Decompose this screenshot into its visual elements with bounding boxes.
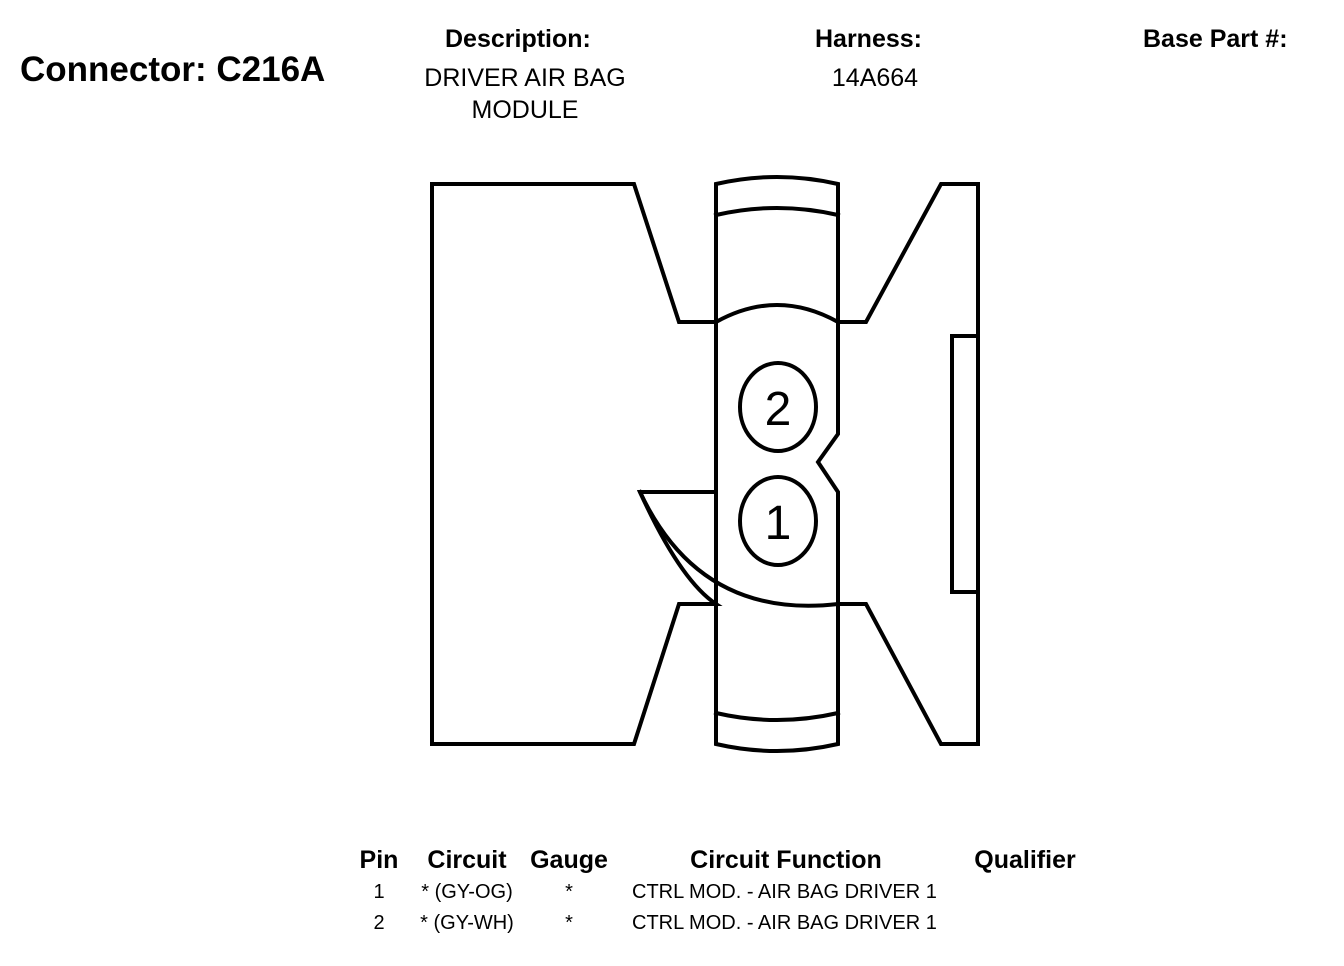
bottom-band bbox=[713, 710, 841, 722]
description-label: Description: bbox=[445, 25, 591, 53]
pin-1-circle bbox=[738, 475, 818, 567]
header-pin: Pin bbox=[359, 845, 399, 874]
upper-arc bbox=[713, 303, 841, 325]
header-function: Circuit Function bbox=[690, 845, 882, 874]
row-gauge: * bbox=[565, 881, 573, 903]
lower-arc bbox=[637, 489, 841, 608]
table-row: 1 * (GY-OG) * CTRL MOD. - AIR BAG DRIVER… bbox=[340, 877, 1100, 908]
description-value: DRIVER AIR BAG MODULE bbox=[390, 62, 660, 126]
row-qualifier bbox=[950, 877, 1100, 908]
harness-label: Harness: bbox=[815, 25, 922, 53]
row-gauge: * bbox=[565, 912, 573, 934]
right-housing bbox=[836, 182, 980, 746]
header-qualifier: Qualifier bbox=[974, 845, 1076, 874]
header-gauge: Gauge bbox=[530, 845, 608, 874]
row-qualifier bbox=[950, 908, 1100, 939]
table-row: 2 * (GY-WH) * CTRL MOD. - AIR BAG DRIVER… bbox=[340, 908, 1100, 939]
description-line-2: MODULE bbox=[471, 96, 579, 124]
center-column bbox=[714, 175, 840, 753]
row-circuit: * (GY-OG) bbox=[421, 881, 513, 903]
description-line-1: DRIVER AIR BAG bbox=[424, 64, 626, 92]
row-function: CTRL MOD. - AIR BAG DRIVER 1 bbox=[632, 912, 937, 934]
pin-2-label: 2 bbox=[765, 383, 792, 436]
latch bbox=[950, 334, 980, 594]
row-circuit: * (GY-WH) bbox=[420, 912, 514, 934]
row-function: CTRL MOD. - AIR BAG DRIVER 1 bbox=[632, 881, 937, 903]
left-housing bbox=[430, 182, 723, 746]
top-band bbox=[713, 206, 841, 218]
pin-2-circle bbox=[738, 361, 818, 453]
pin-table: Pin Circuit Gauge Circuit Function Quali… bbox=[340, 843, 1100, 939]
harness-value: 14A664 bbox=[831, 64, 919, 92]
connector-title: Connector: C216A bbox=[20, 50, 326, 89]
pin-1-label: 1 bbox=[765, 497, 792, 550]
row-pin: 2 bbox=[373, 912, 385, 934]
pin-table-header: Pin Circuit Gauge Circuit Function Quali… bbox=[340, 843, 1100, 877]
base-part-label: Base Part #: bbox=[1143, 25, 1288, 53]
row-pin: 1 bbox=[373, 881, 385, 903]
header-circuit: Circuit bbox=[427, 845, 507, 874]
